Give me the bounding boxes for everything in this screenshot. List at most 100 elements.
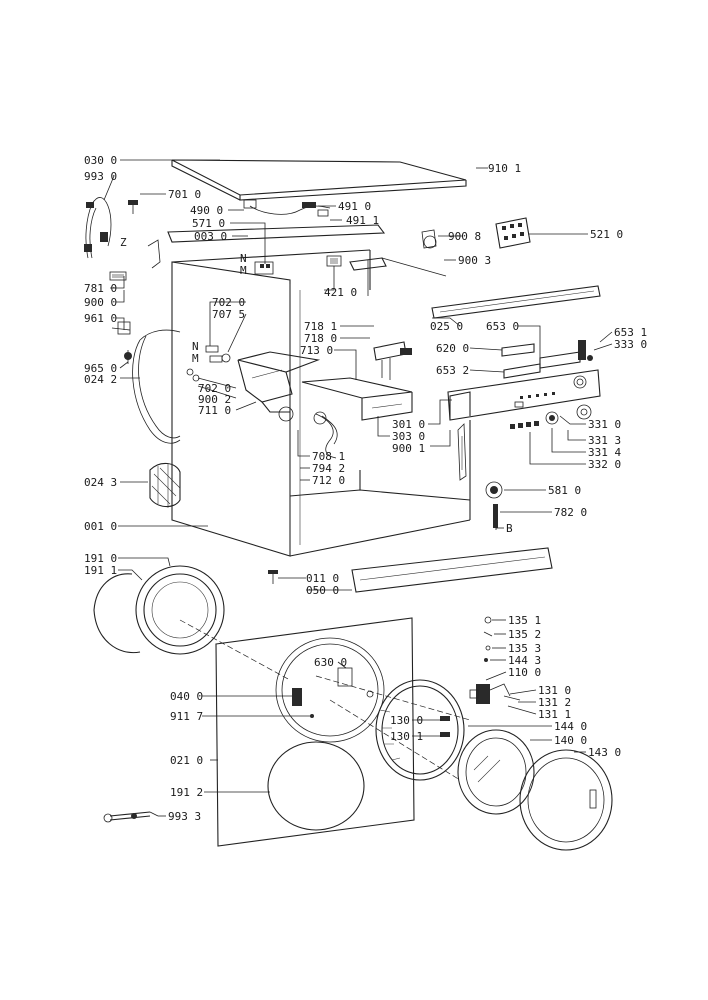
part-label: 965 0 — [84, 362, 117, 375]
part-label: 707 5 — [212, 308, 245, 321]
part-label: 003 0 — [194, 230, 227, 243]
feet-and-screws — [111, 321, 132, 364]
part-label: 130 1 — [390, 730, 423, 743]
part-label: 961 0 — [84, 312, 117, 325]
part-label: 712 0 — [312, 474, 345, 487]
part-label: 521 0 — [590, 228, 623, 241]
part-label: 581 0 — [548, 484, 581, 497]
part-label: M — [240, 264, 247, 277]
part-label: 711 0 — [198, 404, 231, 417]
part-label: 144 3 — [508, 654, 541, 667]
control-panel — [447, 369, 601, 421]
part-label: 001 0 — [84, 520, 117, 533]
part-label: 708 1 — [312, 450, 345, 463]
alignment-lines — [179, 619, 471, 781]
part-label: 301 0 — [392, 418, 425, 431]
door-screws — [483, 616, 493, 662]
part-label: 025 0 — [430, 320, 463, 333]
part-labels: 030 0 993 0 910 1 701 0 490 0 491 0 571 … — [84, 154, 647, 823]
part-label: 140 0 — [554, 734, 587, 747]
leader-lines — [103, 159, 613, 817]
counterweight-ring — [132, 329, 181, 444]
part-label: 030 0 — [84, 154, 117, 167]
plinth — [351, 547, 553, 593]
door-frame — [375, 679, 465, 781]
part-label: 024 3 — [84, 476, 117, 489]
part-label: 131 1 — [538, 708, 571, 721]
part-label: 900 8 — [448, 230, 481, 243]
part-label: 040 0 — [170, 690, 203, 703]
part-label: 131 0 — [538, 684, 571, 697]
part-label: 701 0 — [168, 188, 201, 201]
part-421 — [326, 255, 342, 267]
pin — [250, 714, 314, 718]
counterweight-block — [149, 462, 181, 508]
door-glass — [457, 729, 535, 815]
door-gasket — [93, 565, 225, 655]
hose — [313, 411, 338, 459]
indicator-bars — [501, 340, 593, 379]
part-label: 110 0 — [508, 666, 541, 679]
part-label: 421 0 — [324, 286, 357, 299]
part-label: 781 0 — [84, 282, 117, 295]
door-outer-ring — [519, 749, 613, 851]
bracket-900-3 — [349, 257, 447, 296]
control-modules — [421, 217, 531, 249]
part-label: B — [506, 522, 513, 535]
part-label: 718 1 — [304, 320, 337, 333]
part-label: 143 0 — [588, 746, 621, 759]
foot — [268, 570, 278, 584]
part-label: 191 1 — [84, 564, 117, 577]
dispenser-housing — [237, 351, 321, 422]
part-label: 653 2 — [436, 364, 469, 377]
part-label: 900 3 — [458, 254, 491, 267]
part-label: 653 1 — [614, 326, 647, 339]
power-cable — [84, 197, 127, 281]
part-label: N — [240, 252, 247, 265]
part-label: 630 0 — [314, 656, 347, 669]
part-label: 491 0 — [338, 200, 371, 213]
part-label: 191 0 — [84, 552, 117, 565]
wrench — [103, 811, 159, 823]
part-label: 490 0 — [190, 204, 223, 217]
part-label: 702 0 — [212, 296, 245, 309]
part-label: 718 0 — [304, 332, 337, 345]
part-label: 135 1 — [508, 614, 541, 627]
part-label: 993 3 — [168, 810, 201, 823]
part-label: 900 2 — [198, 393, 231, 406]
part-label: 900 1 — [392, 442, 425, 455]
wire-harness — [243, 199, 331, 217]
part-label: N — [192, 340, 199, 353]
part-label: 135 3 — [508, 642, 541, 655]
part-label: 050 0 — [306, 584, 339, 597]
part-label: 782 0 — [554, 506, 587, 519]
part-label: 331 3 — [588, 434, 621, 447]
valve-brackets — [373, 341, 412, 380]
front-panel — [215, 617, 415, 847]
part-label: 191 2 — [170, 786, 203, 799]
part-label: 620 0 — [436, 342, 469, 355]
part-label: 993 0 — [84, 170, 117, 183]
part-label: 702 0 — [198, 382, 231, 395]
part-label: 794 2 — [312, 462, 345, 475]
part-label: 303 0 — [392, 430, 425, 443]
cabinet-body — [167, 159, 471, 557]
part-label: 900 0 — [84, 296, 117, 309]
screw-701 — [128, 200, 138, 214]
part-label: 713 0 — [300, 344, 333, 357]
part-label: 130 0 — [390, 714, 423, 727]
part-label: 024 2 — [84, 373, 117, 386]
part-label: 910 1 — [488, 162, 521, 175]
part-label: 491 1 — [346, 214, 379, 227]
small-parts — [147, 239, 274, 275]
part-label: 331 0 — [588, 418, 621, 431]
pump — [485, 481, 503, 530]
part-label: Z — [120, 236, 127, 249]
part-label: M — [192, 352, 199, 365]
top-rail — [431, 285, 601, 319]
detergent-drawer — [301, 377, 413, 421]
part-label: 144 0 — [554, 720, 587, 733]
part-label: 653 0 — [486, 320, 519, 333]
